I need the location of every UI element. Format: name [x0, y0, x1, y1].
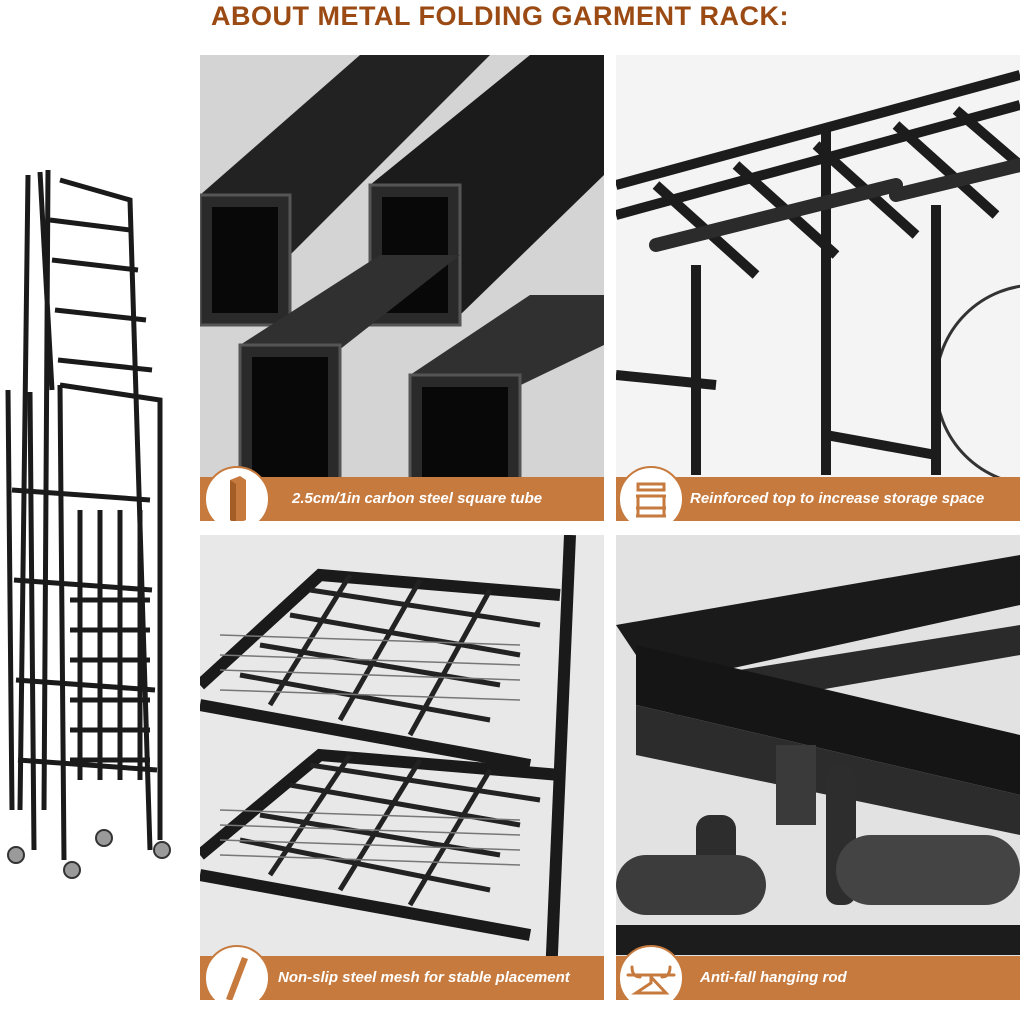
- page-title: ABOUT METAL FOLDING GARMENT RACK:: [211, 1, 789, 31]
- caption-square-tube: 2.5cm/1in carbon steel square tube: [292, 490, 543, 507]
- steel-mesh-panel: Non-slip steel mesh for stable placement: [200, 535, 604, 1000]
- reinforced-top-panel: Reinforced top to increase storage space: [616, 55, 1020, 521]
- hanging-rod-panel: Anti-fall hanging rod: [616, 535, 1020, 1000]
- hanger-icon: [618, 945, 684, 1000]
- square-tube-icon: [204, 466, 270, 521]
- caption-steel-mesh: Non-slip steel mesh for stable placement: [278, 969, 570, 986]
- caption-hanging-rod: Anti-fall hanging rod: [700, 969, 847, 986]
- square-tube-panel: 2.5cm/1in carbon steel square tube: [200, 55, 604, 521]
- steel-bar-icon: [204, 945, 270, 1000]
- caption-reinforced-top: Reinforced top to increase storage space: [690, 490, 985, 507]
- rack-top-icon: [618, 466, 684, 521]
- folded-rack-image: [5, 169, 171, 879]
